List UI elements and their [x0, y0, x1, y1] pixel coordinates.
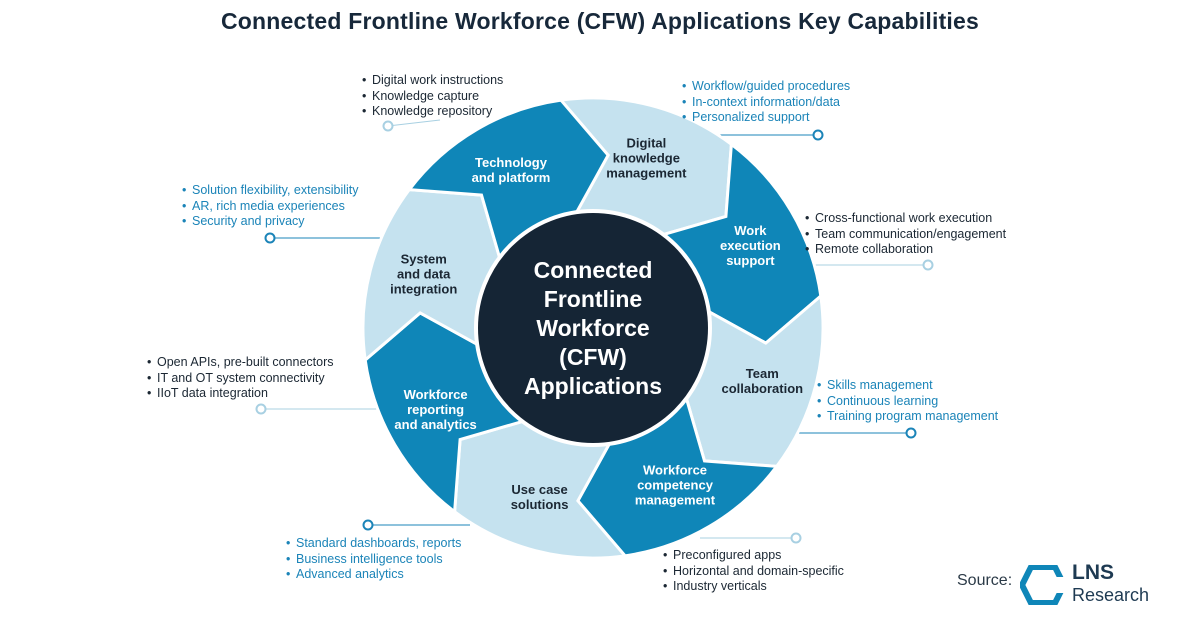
- bullet-item: Business intelligence tools: [286, 552, 461, 568]
- segment-label-line: Workforce: [404, 387, 468, 402]
- segment-label-line: Digital: [627, 136, 667, 151]
- bullet-item: Open APIs, pre-built connectors: [147, 355, 333, 371]
- bullet-item: Workflow/guided procedures: [682, 79, 850, 95]
- bullet-item: Industry verticals: [663, 579, 844, 595]
- connector-dot-workforce-competency-management: [905, 427, 917, 439]
- center-label-line: Connected: [534, 257, 653, 283]
- bullet-item: Digital work instructions: [362, 73, 503, 89]
- bullet-item: Standard dashboards, reports: [286, 536, 461, 552]
- segment-label-line: and platform: [472, 170, 551, 185]
- bullets-work-execution-support: Workflow/guided procedures In-context in…: [682, 79, 850, 126]
- segment-label-line: execution: [720, 238, 781, 253]
- segment-label-line: management: [635, 492, 716, 507]
- bullet-item: Cross-functional work execution: [805, 211, 1006, 227]
- connector-dot-work-execution-support: [812, 129, 824, 141]
- bullet-item: Advanced analytics: [286, 567, 461, 583]
- segment-label-line: management: [606, 166, 687, 181]
- segment-label-line: Technology: [475, 155, 548, 170]
- bullet-item: IIoT data integration: [147, 386, 333, 402]
- segment-label-line: Workforce: [643, 462, 707, 477]
- connector-dot-system-and-data-integration: [255, 403, 267, 415]
- segment-label-line: support: [726, 253, 775, 268]
- segment-label-line: Work: [734, 223, 767, 238]
- bullet-item: Personalized support: [682, 110, 850, 126]
- logo-brand-sub: Research: [1072, 585, 1150, 605]
- bullet-item: Training program management: [817, 409, 998, 425]
- segment-label-line: System: [401, 252, 447, 267]
- bullets-technology-and-platform: Solution flexibility, extensibility AR, …: [182, 183, 359, 230]
- connector-dot-workforce-reporting-and-analytics: [362, 519, 374, 531]
- segment-label-line: competency: [637, 477, 714, 492]
- segment-label-line: Use case: [511, 482, 567, 497]
- segment-label-line: and analytics: [394, 417, 476, 432]
- center-label-line: (CFW): [559, 344, 627, 370]
- bullet-item: Preconfigured apps: [663, 548, 844, 564]
- bullet-item: Knowledge repository: [362, 104, 503, 120]
- connector-line-digital-knowledge-management: [387, 119, 441, 127]
- bullet-item: Solution flexibility, extensibility: [182, 183, 359, 199]
- bullet-item: Security and privacy: [182, 214, 359, 230]
- bullets-team-collaboration: Cross-functional work execution Team com…: [805, 211, 1006, 258]
- connector-dot-digital-knowledge-management: [382, 120, 394, 132]
- page-title: Connected Frontline Workforce (CFW) Appl…: [220, 8, 980, 34]
- segment-label-line: Team: [746, 366, 779, 381]
- source-label: Source:: [957, 572, 1013, 589]
- bullets-digital-knowledge-management: Digital work instructions Knowledge capt…: [362, 73, 503, 120]
- segment-label-line: integration: [390, 282, 457, 297]
- bullet-item: Skills management: [817, 378, 998, 394]
- center-label-line: Workforce: [536, 315, 649, 341]
- bullets-use-case-solutions: Preconfigured apps Horizontal and domain…: [663, 548, 844, 595]
- bullets-workforce-reporting-and-analytics: Standard dashboards, reports Business in…: [286, 536, 461, 583]
- segment-label-line: collaboration: [721, 381, 803, 396]
- segment-label-line: reporting: [407, 402, 464, 417]
- center-label-line: Applications: [524, 373, 662, 399]
- center-label-line: Frontline: [544, 286, 642, 312]
- bullets-system-and-data-integration: Open APIs, pre-built connectors IT and O…: [147, 355, 333, 402]
- bullet-item: AR, rich media experiences: [182, 199, 359, 215]
- bullet-item: IT and OT system connectivity: [147, 371, 333, 387]
- bullets-workforce-competency-management: Skills management Continuous learning Tr…: [817, 378, 998, 425]
- segment-label-line: solutions: [511, 497, 569, 512]
- segment-label-line: knowledge: [613, 151, 680, 166]
- bullet-item: Horizontal and domain-specific: [663, 564, 844, 580]
- connector-dot-use-case-solutions: [790, 532, 802, 544]
- connector-dot-technology-and-platform: [264, 232, 276, 244]
- bullet-item: In-context information/data: [682, 95, 850, 111]
- bullet-item: Team communication/engagement: [805, 227, 1006, 243]
- segment-label-line: and data: [397, 267, 451, 282]
- connector-dot-team-collaboration: [922, 259, 934, 271]
- center-hub: [474, 209, 712, 447]
- bullet-item: Continuous learning: [817, 394, 998, 410]
- logo-brand: LNS: [1072, 561, 1114, 584]
- lns-logo-icon: [1020, 565, 1066, 605]
- bullet-item: Knowledge capture: [362, 89, 503, 105]
- bullet-item: Remote collaboration: [805, 242, 1006, 258]
